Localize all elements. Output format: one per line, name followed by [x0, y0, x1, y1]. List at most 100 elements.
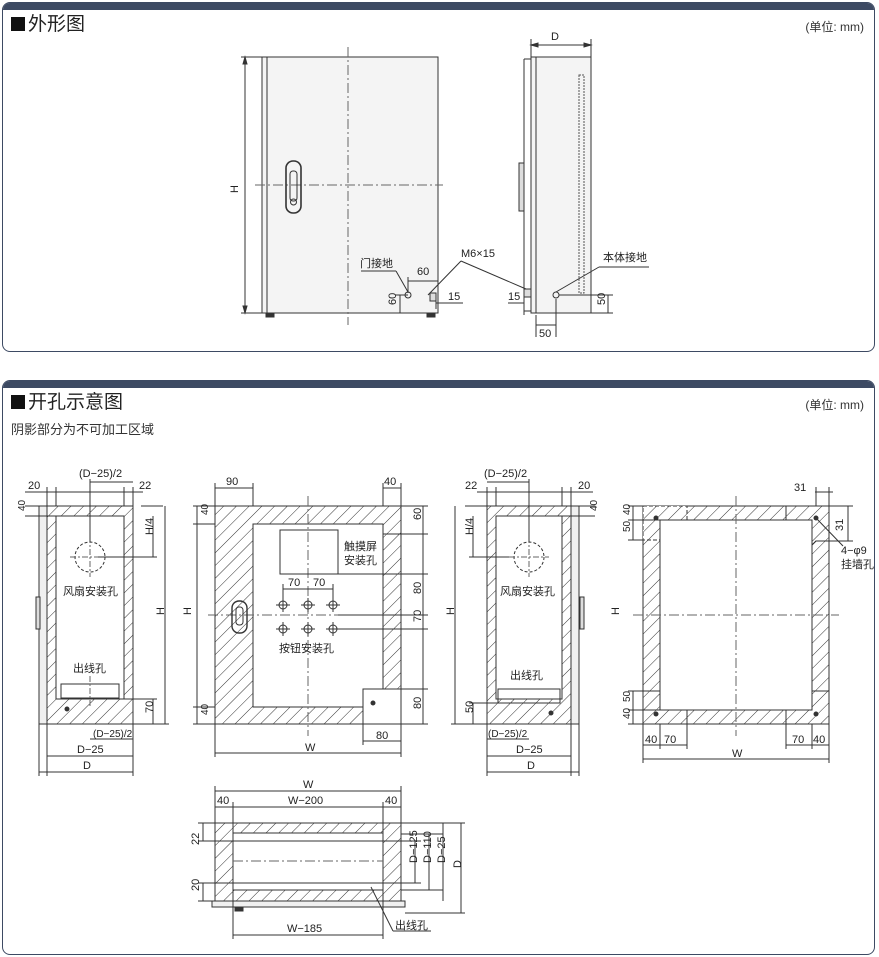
- right-50-label: 50: [464, 701, 476, 713]
- outline-60-vertical: 60: [387, 293, 399, 305]
- right-40-label: 40: [589, 499, 600, 511]
- holes-drawing: 20 (D−25)/2 22 40 H/4 H 70 风扇安装孔 出线孔 (D−…: [17, 468, 874, 939]
- left-h4-label: H/4: [144, 518, 156, 535]
- left-fan-label: 风扇安装孔: [63, 584, 118, 598]
- right-d-25-label: D−25: [516, 744, 543, 756]
- bottom-d-125-label: D−125: [408, 830, 420, 863]
- right-h-label: H: [445, 607, 457, 615]
- right-d25-2-label: (D−25)/2: [484, 468, 527, 480]
- front-h-label: H: [182, 607, 194, 615]
- left-d-label: D: [83, 760, 91, 772]
- right-side-view: [451, 479, 595, 776]
- side-view: [427, 39, 649, 337]
- panel-header-bar: [3, 381, 874, 388]
- front-40-left-bottom-label: 40: [200, 703, 211, 715]
- body-ground-label: 本体接地: [603, 250, 647, 264]
- front-80c-label: 80: [376, 730, 388, 742]
- button-holes: [276, 598, 340, 636]
- bottom-w-185-label: W−185: [287, 923, 322, 935]
- outline-60-horizontal: 60: [417, 266, 429, 278]
- back-31b-label: 31: [834, 519, 846, 531]
- touchscreen-hole-icon: [279, 529, 339, 575]
- side-handle-icon: [518, 162, 525, 212]
- front-60-label: 60: [412, 508, 424, 520]
- left-40-label: 40: [17, 499, 28, 511]
- touchscreen-label-1: 触摸屏: [344, 539, 377, 553]
- front-70c-label: 70: [412, 610, 424, 622]
- bottom-cable-label: 出线孔: [395, 918, 428, 932]
- side-handle-icon: [579, 596, 585, 630]
- outline-50-vertical: 50: [596, 293, 608, 305]
- back-31a-label: 31: [794, 482, 806, 494]
- bottom-d-110-label: D−110: [422, 831, 434, 863]
- front-hole-view: [193, 483, 428, 757]
- left-20-label: 20: [28, 480, 40, 492]
- back-70b-label: 70: [792, 734, 804, 746]
- square-bullet-icon: [11, 395, 25, 409]
- outline-title: 外形图: [11, 14, 85, 36]
- front-80b-label: 80: [412, 697, 424, 709]
- door-handle-icon: [285, 160, 302, 214]
- back-h-label: H: [610, 607, 622, 615]
- back-view: [628, 487, 853, 763]
- left-d25-2-label: (D−25)/2: [79, 468, 122, 480]
- bottom-d-label: D: [452, 860, 464, 868]
- back-50a-label: 50: [622, 520, 633, 532]
- outline-15-front: 15: [448, 291, 460, 303]
- bolt-label: M6×15: [461, 248, 495, 260]
- front-70b-label: 70: [313, 577, 325, 589]
- bottom-w-200-label: W−200: [288, 795, 323, 807]
- back-70a-label: 70: [664, 734, 676, 746]
- bottom-d-25-label: D−25: [436, 836, 448, 863]
- right-d25-2-bottom-label: (D−25)/2: [488, 729, 528, 740]
- left-side-view: [25, 479, 169, 776]
- front-w-label: W: [305, 742, 316, 754]
- button-hole-label: 按钮安装孔: [279, 641, 334, 655]
- right-cable-label: 出线孔: [510, 668, 543, 682]
- holes-panel: 开孔示意图 (单位: mm) 阴影部分为不可加工区域: [2, 380, 875, 955]
- left-h-label: H: [155, 607, 167, 615]
- bottom-40b-label: 40: [385, 795, 397, 807]
- back-w-label: W: [732, 748, 743, 760]
- mount-hole-label-1: 4−φ9: [841, 545, 867, 557]
- bottom-w-label: W: [303, 779, 314, 791]
- outline-15-side: 15: [508, 291, 520, 303]
- bottom-22-label: 22: [190, 833, 202, 845]
- holes-unit: (单位: mm): [805, 398, 864, 412]
- outline-drawing: H 门接地 60 60 15: [229, 31, 649, 340]
- outline-h-label: H: [229, 185, 241, 193]
- right-22-label: 22: [465, 480, 477, 492]
- front-40-top-label: 40: [384, 476, 396, 488]
- side-handle-icon: [35, 596, 41, 630]
- door-handle-icon: [231, 600, 248, 634]
- left-22-label: 22: [139, 480, 151, 492]
- left-cable-label: 出线孔: [73, 661, 106, 675]
- holes-title: 开孔示意图: [11, 392, 123, 414]
- left-d25-2-bottom-label: (D−25)/2: [93, 729, 133, 740]
- front-view: [241, 47, 463, 325]
- front-80a-label: 80: [412, 582, 424, 594]
- back-40c-label: 40: [645, 734, 657, 746]
- mounting-rail: [578, 74, 585, 294]
- bottom-20-label: 20: [190, 879, 202, 891]
- back-40d-label: 40: [813, 734, 825, 746]
- back-40b-label: 40: [622, 707, 633, 719]
- left-d-25-label: D−25: [77, 744, 104, 756]
- right-h4-label: H/4: [464, 518, 476, 535]
- outline-unit: (单位: mm): [805, 20, 864, 34]
- outline-d-label: D: [551, 31, 559, 43]
- back-50b-label: 50: [622, 690, 633, 702]
- mount-hole-label-2: 挂墙孔: [841, 557, 874, 571]
- front-70a-label: 70: [288, 577, 300, 589]
- square-bullet-icon: [11, 17, 25, 31]
- right-20-label: 20: [578, 480, 590, 492]
- back-40a-label: 40: [622, 503, 633, 515]
- bottom-40a-label: 40: [217, 795, 229, 807]
- front-40-left-top-label: 40: [200, 503, 211, 515]
- door-ground-label: 门接地: [360, 256, 393, 270]
- front-90-label: 90: [226, 476, 238, 488]
- touchscreen-label-2: 安装孔: [344, 553, 377, 567]
- panel-header-bar: [3, 3, 874, 10]
- right-d-label: D: [527, 760, 535, 772]
- bottom-view: [198, 786, 465, 939]
